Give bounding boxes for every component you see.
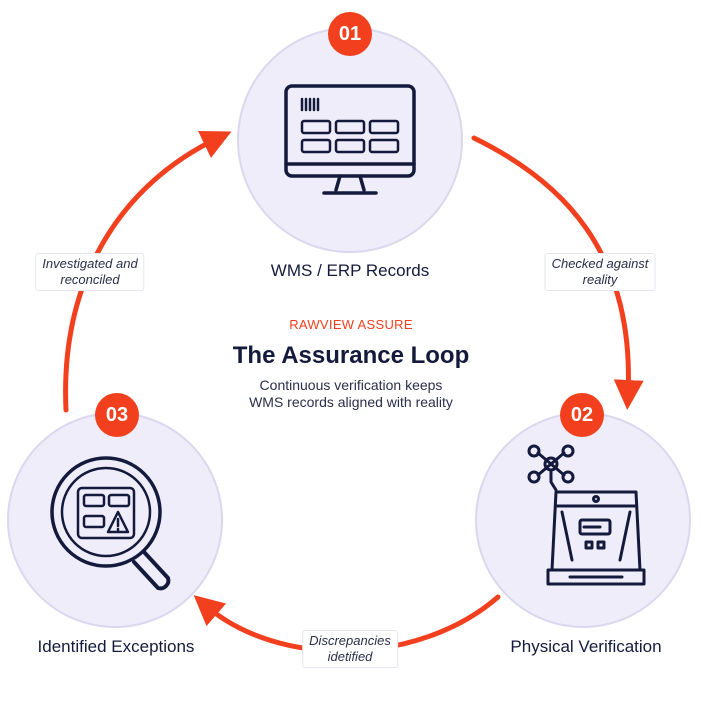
arrow-01-to-02 [471,135,644,410]
edge-label-line: Checked against [551,256,649,271]
subtitle-line: WMS records aligned with reality [249,394,453,410]
drone-robot-icon [527,444,646,586]
edge-label-discrepancies-identified: Discrepancies idetified [302,630,398,668]
edge-label-line: Discrepancies [309,633,391,648]
computer-monitor-icon [284,84,416,195]
edge-label-line: Investigated and [42,256,138,271]
node-label-physical-verification: Physical Verification [510,637,662,656]
subtitle-line: Continuous verification keeps [259,377,443,393]
edge-label-investigated-and-reconciled: Investigated and reconciled [35,253,145,291]
step-badge-02: 02 [560,393,604,437]
node-label-identified-exceptions: Identified Exceptions [37,637,195,656]
diagram-title: The Assurance Loop [232,342,470,369]
step-badge-01: 01 [328,12,372,56]
magnifier-warning-icon [50,456,171,591]
edge-label-line: idetified [327,649,373,664]
node-label-wms-erp-records: WMS / ERP Records [270,261,430,280]
edge-label-line: reconciled [60,272,120,287]
brand-eyebrow: RAWVIEW ASSURE [289,317,413,332]
step-badge-03: 03 [95,393,139,437]
edge-label-line: reality [582,272,618,287]
edge-label-checked-against-reality: Checked against reality [544,253,656,291]
arrow-03-to-01 [63,130,232,413]
diagram-subtitle: Continuous verification keeps WMS record… [0,377,702,411]
